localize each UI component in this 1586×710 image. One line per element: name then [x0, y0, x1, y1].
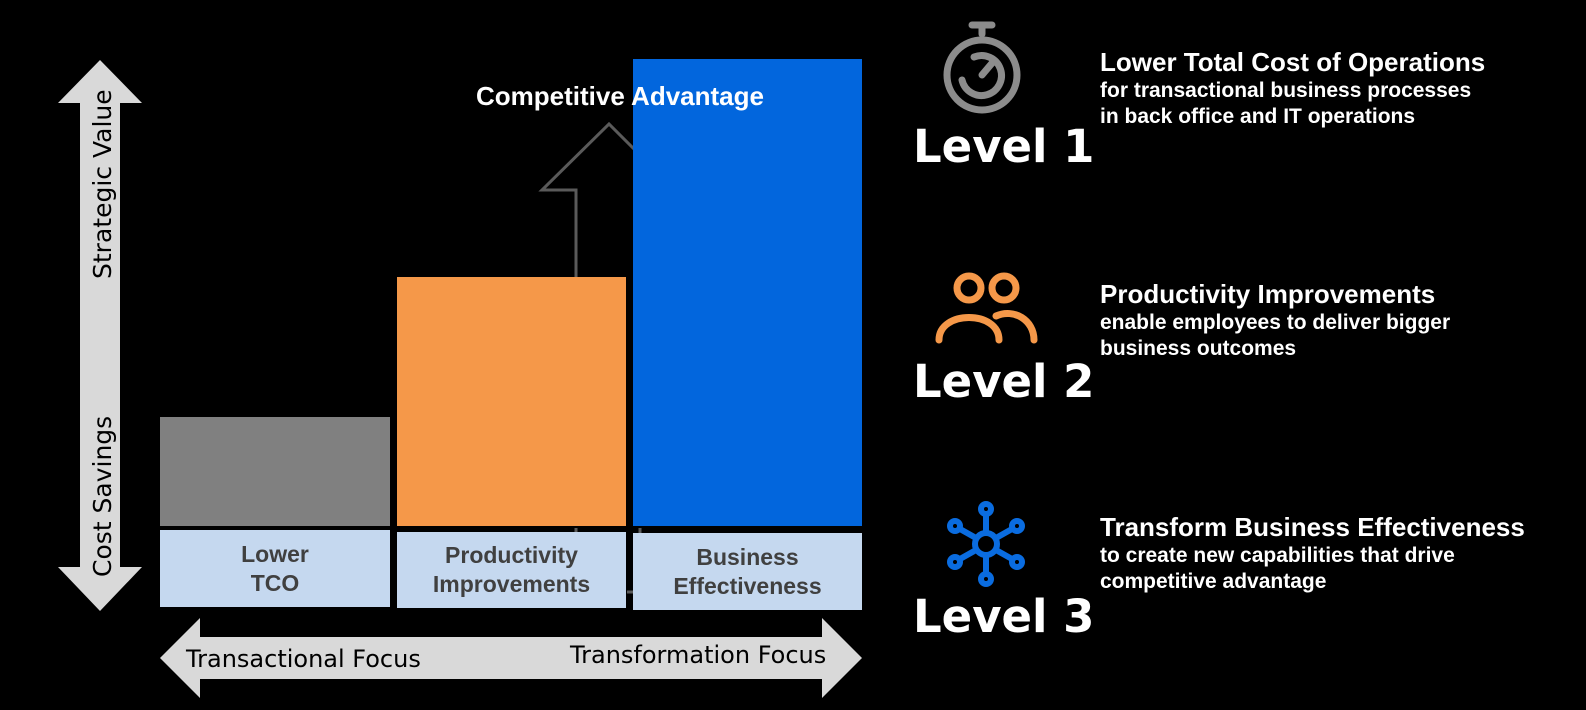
bar-label-line2: Improvements: [432, 571, 591, 597]
bar-business-effectiveness: [633, 59, 862, 526]
level-2-sub2: business outcomes: [1100, 337, 1297, 360]
level-1-label: Level 1: [913, 120, 1095, 173]
cost-savings-label: Cost Savings: [88, 415, 117, 577]
competitive-advantage-arrow: [538, 121, 642, 278]
strategic-value-label: Strategic Value: [88, 89, 117, 279]
level-2-sub1: enable employees to deliver bigger: [1100, 311, 1451, 334]
stopwatch-icon: [943, 21, 1021, 114]
transformation-focus-label: Transformation Focus: [570, 641, 827, 669]
level-1-sub1: for transactional business processes: [1100, 79, 1472, 102]
level-2-label: Level 2: [913, 355, 1095, 408]
bar-productivity-improvements: [397, 277, 626, 526]
bar-label-line1: Lower: [241, 540, 309, 567]
level-3-sub2: competitive advantage: [1100, 570, 1327, 593]
horizontal-axis-arrow: [160, 618, 862, 698]
bar-label-line1: Productivity: [445, 542, 578, 568]
vertical-axis-arrow: [58, 60, 142, 611]
bar-label-line2: Effectiveness: [673, 572, 822, 599]
people-icon: [935, 272, 1038, 344]
level-2-title: Productivity Improvements: [1100, 279, 1436, 309]
level-3-label: Level 3: [913, 590, 1095, 643]
bar-lower-tco: [160, 417, 390, 526]
competitive-advantage-label: Competitive Advantage: [476, 81, 764, 111]
bar-label-line2: TCO: [250, 569, 300, 596]
level-3-sub1: to create new capabilities that drive: [1100, 544, 1455, 567]
bar-label-line1: Business: [696, 543, 799, 570]
level-3-title: Transform Business Effectiveness: [1100, 512, 1525, 542]
transactional-focus-label: Transactional Focus: [186, 645, 421, 673]
network-hub-icon: [947, 501, 1025, 587]
level-1-sub2: in back office and IT operations: [1100, 105, 1416, 128]
level-1-title: Lower Total Cost of Operations: [1100, 47, 1486, 77]
